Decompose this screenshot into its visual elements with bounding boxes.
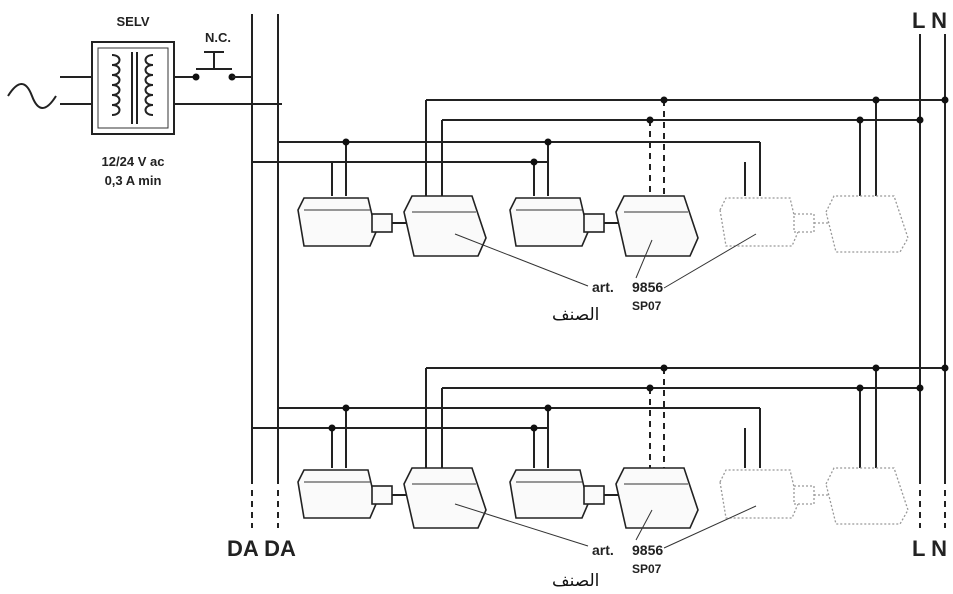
bottom-art-code: SP07: [632, 562, 662, 576]
mains-label-top: L N: [912, 8, 947, 33]
bottom-device-pair-1: [297, 467, 487, 529]
nc-switch: [192, 51, 236, 81]
bottom-leader-1: [454, 503, 589, 547]
rating-current: 0,3 A min: [105, 173, 162, 188]
bottom-row-wiring: [252, 364, 949, 468]
ac-source-symbol: [7, 83, 57, 109]
top-row-wiring: [252, 96, 949, 196]
top-device-pair-1: [297, 195, 487, 257]
rating-voltage: 12/24 V ac: [102, 154, 165, 169]
bottom-leader-3: [663, 505, 757, 549]
top-leader-2: [635, 239, 653, 279]
top-art-number: 9856: [632, 279, 663, 295]
bottom-art-number: 9856: [632, 542, 663, 558]
top-device-pair-2: [509, 195, 699, 257]
da-bus-label: DA DA: [227, 536, 296, 561]
bottom-art-label: art.: [592, 542, 614, 558]
top-leader-1: [454, 233, 589, 287]
bottom-leader-2: [635, 509, 653, 541]
switch-label: N.C.: [205, 30, 231, 45]
top-device-pair-3-ghost: [719, 195, 909, 253]
transformer-title: SELV: [117, 14, 150, 29]
mains-label-bottom: L N: [912, 536, 947, 561]
bottom-arabic-label: الصنف: [552, 571, 599, 591]
top-art-label: art.: [592, 279, 614, 295]
top-leader-3: [663, 233, 757, 289]
bottom-device-pair-2: [509, 467, 699, 529]
top-art-code: SP07: [632, 299, 662, 313]
top-arabic-label: الصنف: [552, 305, 599, 325]
bottom-device-pair-3-ghost: [719, 467, 909, 525]
transformer: [91, 41, 175, 135]
